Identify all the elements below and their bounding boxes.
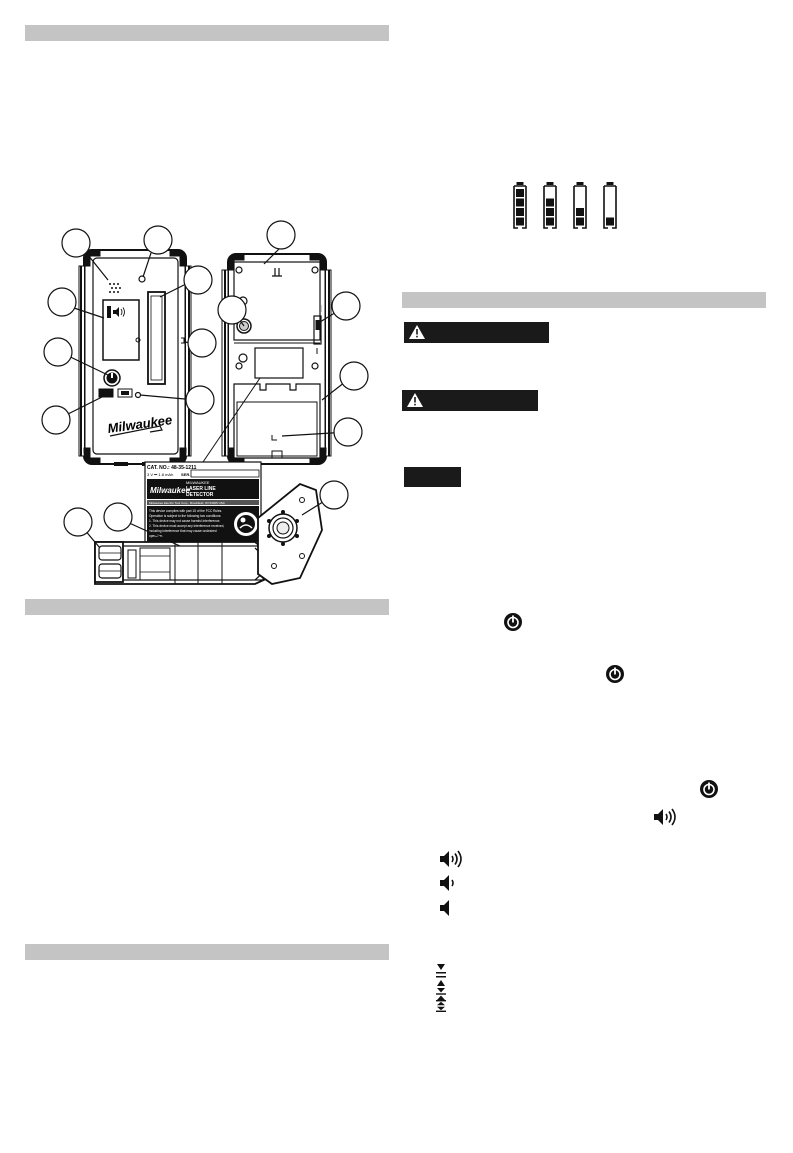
notice-box xyxy=(404,467,461,487)
label-fcc-5: including interference that may cause un… xyxy=(149,529,217,533)
callouts xyxy=(41,220,369,549)
callout-circle xyxy=(333,417,363,447)
power-icon xyxy=(504,613,522,631)
label-fcc-3: 1. This device may not cause harmful int… xyxy=(149,519,220,523)
battery-half-icon xyxy=(573,182,587,229)
label-fcc-2: Operation is subject to the following tw… xyxy=(149,514,221,518)
warning-box-1 xyxy=(404,322,549,343)
callout-circle xyxy=(319,480,349,510)
volume-high-icon xyxy=(440,850,462,868)
volume-mute-icon xyxy=(440,900,449,916)
label-brand: Milwaukee xyxy=(150,486,191,495)
indicator-center-fine-icon xyxy=(436,1000,446,1012)
callout-circle xyxy=(185,385,215,415)
battery-low-icon xyxy=(603,182,617,229)
indicator-up-icon xyxy=(436,976,446,986)
warning-triangle-icon xyxy=(409,325,425,339)
battery-levels-icon xyxy=(513,182,617,229)
volume-high-icon xyxy=(654,808,676,826)
callout-circle xyxy=(43,337,73,367)
label-serial: SER. xyxy=(181,472,190,477)
power-icon xyxy=(606,665,624,683)
section-header-bar-3 xyxy=(25,944,389,960)
callout-circle xyxy=(331,291,361,321)
indicator-center-icon xyxy=(436,988,446,1000)
callout-circle xyxy=(217,295,247,325)
label-cat-no: CAT. NO.: 48-35-1211 xyxy=(147,465,197,471)
svg-text:===: === xyxy=(318,304,323,312)
callout-circle xyxy=(41,405,71,435)
callout-circle xyxy=(266,220,296,250)
battery-full-icon xyxy=(513,182,527,229)
section-header-bar-1 xyxy=(25,25,389,41)
label-rating: 3 V ⎓ 1.8 mAh xyxy=(147,472,173,477)
callout-circle xyxy=(61,228,91,258)
indicator-down-icon xyxy=(436,964,446,974)
label-fcc-1: This device complies with part 15 of the… xyxy=(149,509,222,513)
callout-circle xyxy=(187,328,217,358)
section-header-bar-2 xyxy=(25,599,389,615)
label-product-2: LASER LINE xyxy=(186,486,216,492)
callout-circle xyxy=(339,361,369,391)
battery-three-quarter-icon xyxy=(543,182,557,229)
callout-circle xyxy=(103,502,133,532)
power-icon xyxy=(700,780,718,798)
warning-triangle-icon xyxy=(407,393,423,407)
detector-front-view: Milwaukee xyxy=(78,249,192,466)
label-product-1: MILWAUKEE xyxy=(186,480,210,485)
callout-circle xyxy=(63,507,93,537)
detector-back-view: === xyxy=(221,253,332,465)
warning-box-2 xyxy=(402,390,538,411)
callout-circle xyxy=(183,265,213,295)
callout-circle xyxy=(143,225,173,255)
section-header-bar-4 xyxy=(402,292,766,308)
label-fcc-4: 2. This device must accept any interfere… xyxy=(149,524,224,528)
label-product-3: DETECTOR xyxy=(186,492,214,498)
volume-low-icon xyxy=(440,875,454,891)
label-address: Milwaukee Electric Tool Corp., Brookfiel… xyxy=(149,501,225,505)
callout-circle xyxy=(47,287,77,317)
clamp-bottom-view xyxy=(94,482,323,585)
label-fcc-6: operation. xyxy=(149,534,163,538)
